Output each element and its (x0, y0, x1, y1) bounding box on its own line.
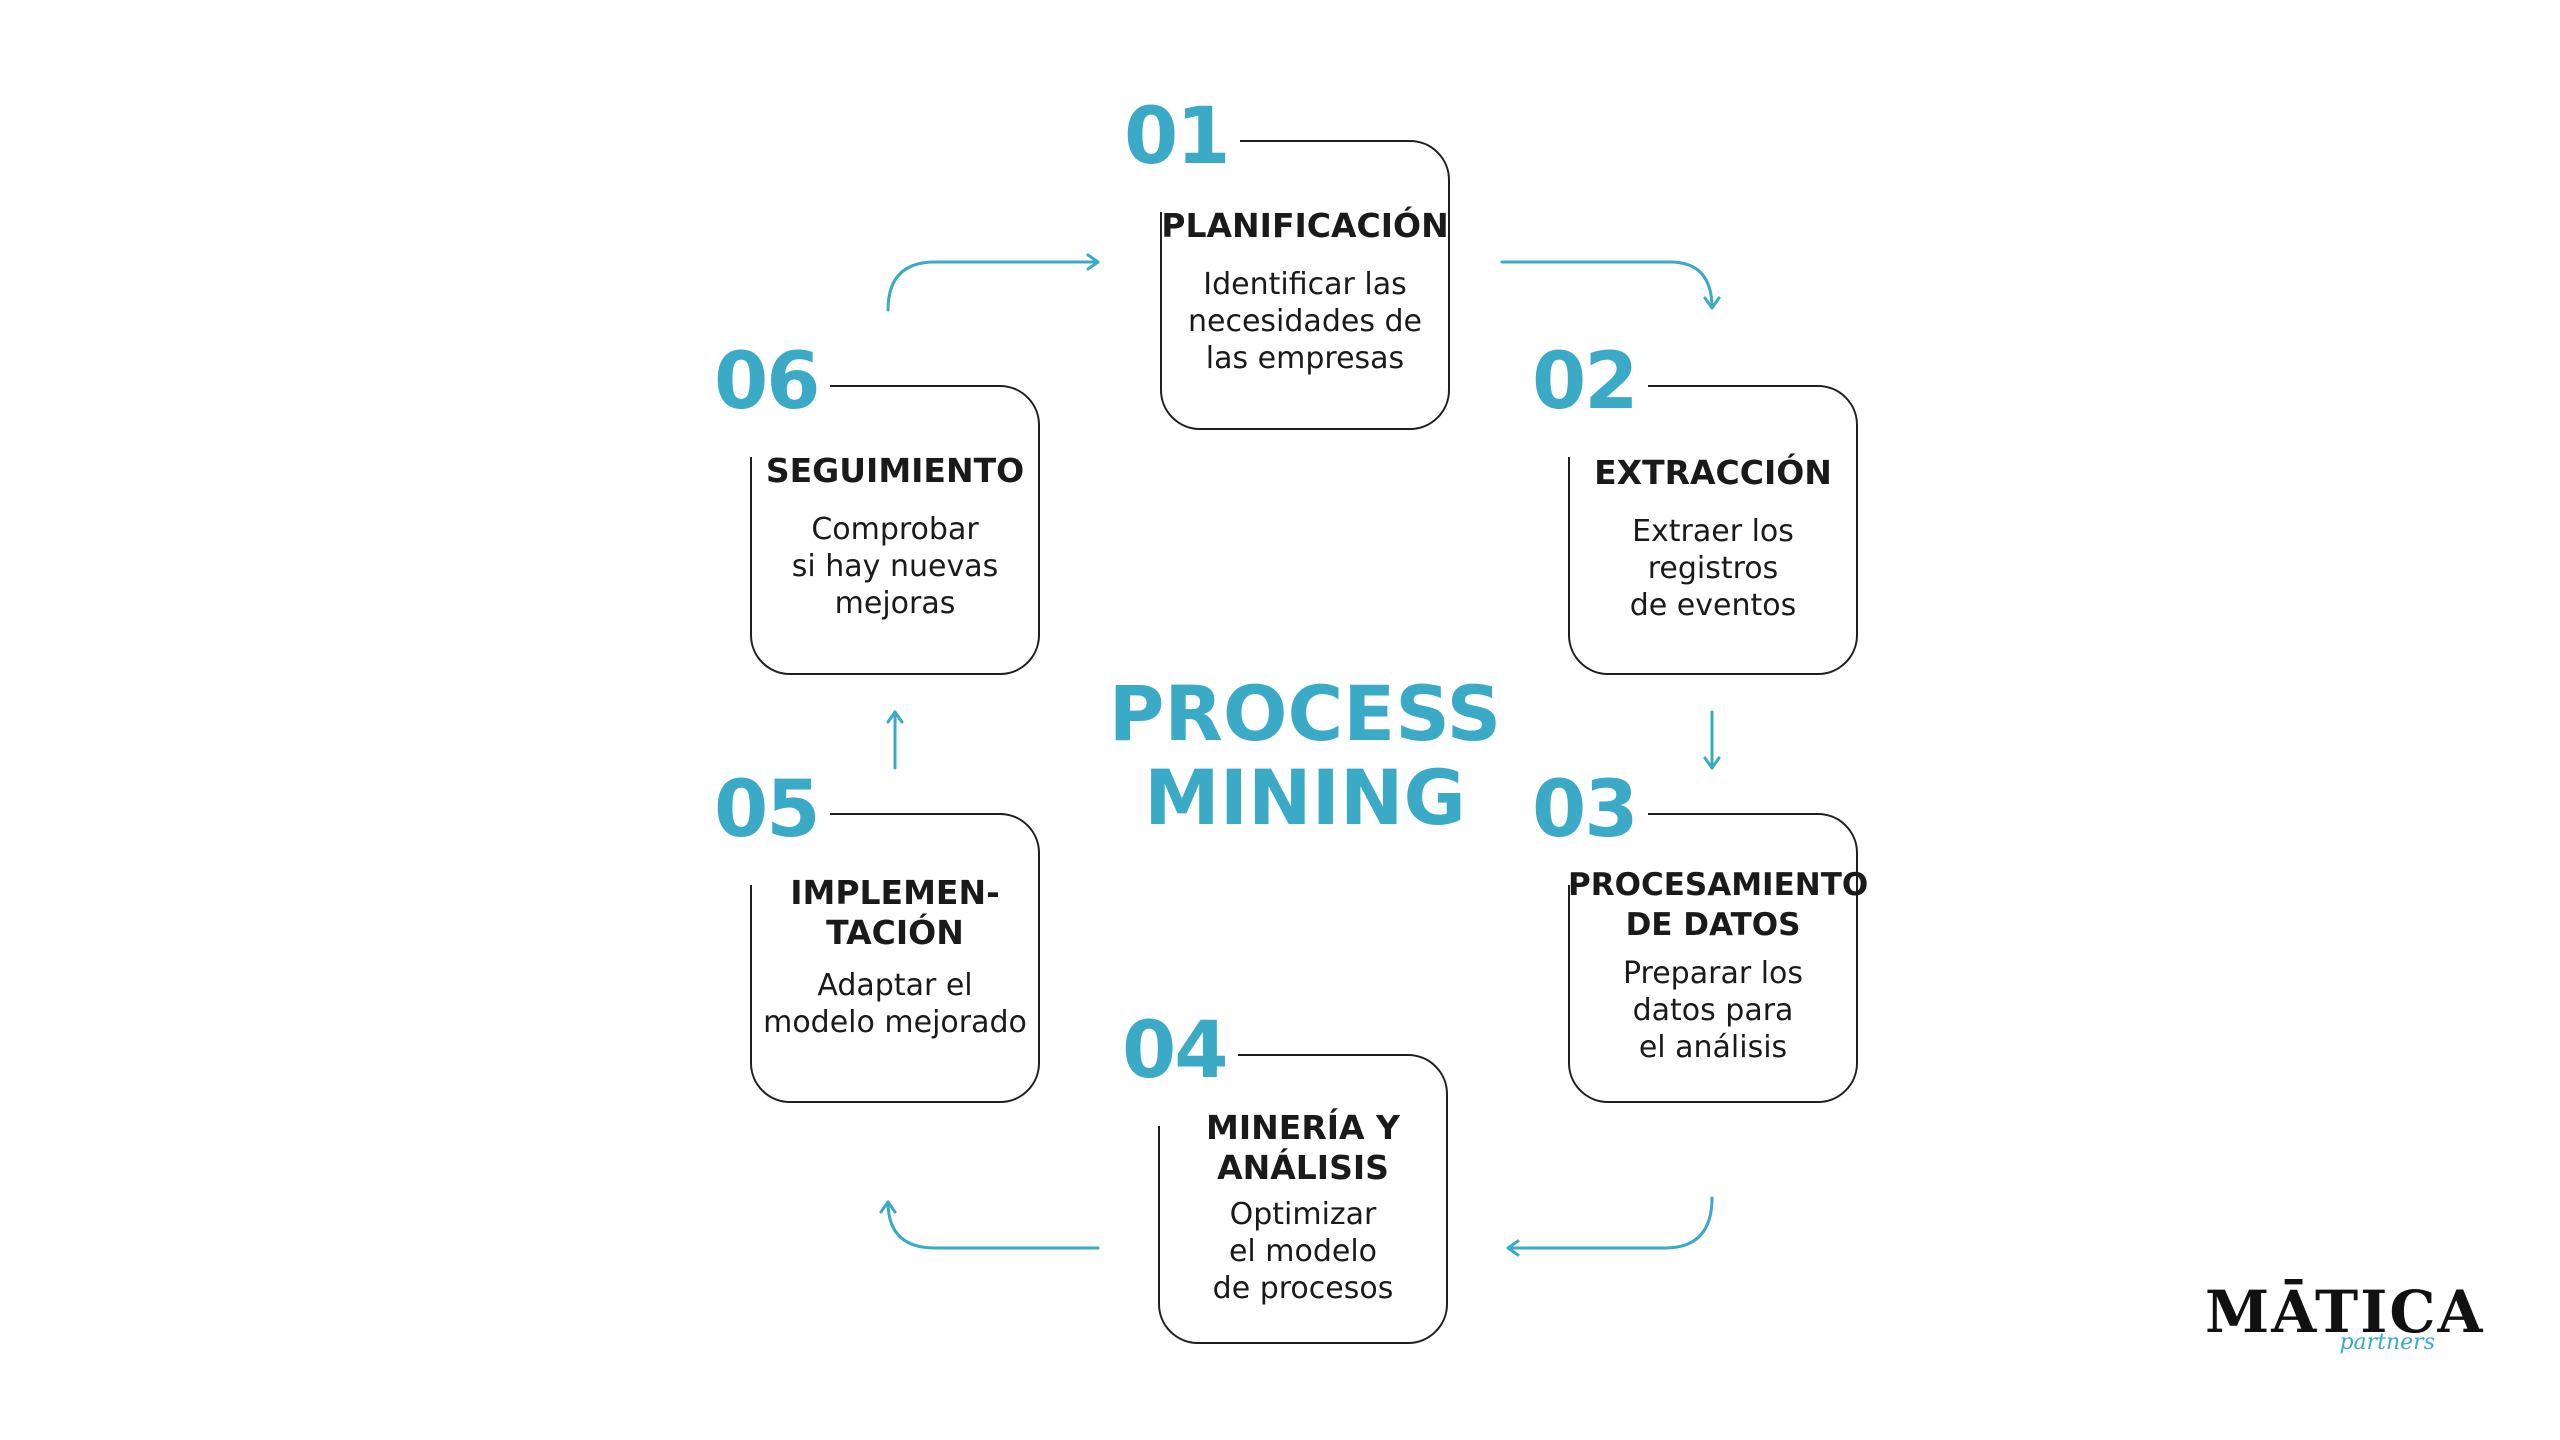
step-title: SEGUIMIENTO (765, 451, 1025, 490)
arrow-06-to-01 (886, 253, 1100, 312)
logo-wordmark: MĀTICA (2205, 1278, 2485, 1346)
step-title: EXTRACCIÓN (1594, 453, 1832, 492)
brand-logo: MĀTICA partners (2205, 1280, 2483, 1360)
step-description: Preparar los datos para el análisis (1622, 956, 1804, 1065)
step-title: MINERÍA Y ANÁLISIS (1206, 1108, 1400, 1187)
step-title: PROCESAMIENTO DE DATOS (1568, 867, 1869, 943)
step-description: Extraer los registros de eventos (1629, 514, 1797, 623)
step-title: IMPLEMEN- TACIÓN (790, 873, 1000, 952)
step-number: 03 (1532, 765, 1639, 855)
step-number: 04 (1122, 1006, 1229, 1096)
step-description: Optimizar el modelo de procesos (1212, 1197, 1394, 1306)
step-number: 05 (714, 765, 821, 855)
step-number: 02 (1532, 337, 1639, 427)
logo-subtitle: partners (2339, 1330, 2435, 1355)
step-description: Comprobar si hay nuevas mejoras (791, 512, 999, 621)
center-title: PROCESS MINING (1108, 669, 1502, 842)
step-description: Identificar las necesidades de las empre… (1188, 267, 1422, 376)
step-title: PLANIFICACIÓN (1161, 206, 1449, 245)
arrow-04-to-05 (879, 1200, 1100, 1250)
step-number: 06 (714, 337, 821, 427)
arrow-03-to-04 (1506, 1196, 1714, 1257)
step-number: 01 (1124, 92, 1231, 182)
arrow-01-to-02 (1500, 260, 1721, 310)
step-description: Adaptar el modelo mejorado (763, 968, 1027, 1040)
